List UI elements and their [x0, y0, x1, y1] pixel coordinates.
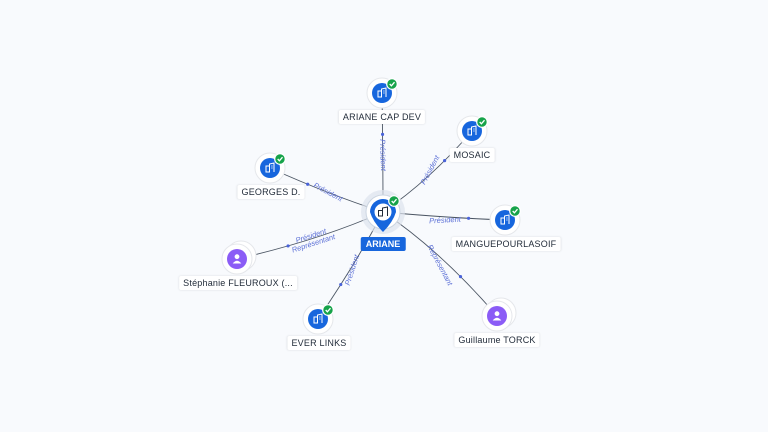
- verified-check-icon: [274, 153, 286, 165]
- verified-check-icon: [388, 195, 400, 207]
- node-guillaume-torck[interactable]: [481, 297, 517, 332]
- verified-check-icon: [386, 78, 398, 90]
- center-node-label[interactable]: ARIANE: [360, 237, 406, 251]
- center-node[interactable]: [361, 190, 405, 234]
- verified-check-icon: [509, 205, 521, 217]
- node-ever-links[interactable]: [302, 303, 334, 335]
- edge-arrow-icon: [458, 275, 463, 279]
- edge-label: Représentant: [425, 243, 455, 288]
- node-label-ever-links[interactable]: EVER LINKS: [287, 336, 351, 350]
- edge-label: Président: [378, 139, 388, 172]
- edge-label: Président: [312, 181, 345, 204]
- verified-check-icon: [476, 116, 488, 128]
- node-ariane-cap-dev[interactable]: [366, 77, 398, 109]
- edge-label: Président: [419, 153, 442, 186]
- node-stephanie-fleuroux[interactable]: [221, 240, 257, 275]
- edge-arrow-icon: [466, 216, 471, 220]
- edge-label: Président: [429, 215, 462, 226]
- edge-label: Président: [343, 253, 362, 287]
- node-georges-d[interactable]: [254, 152, 286, 184]
- company-icon: [495, 210, 515, 230]
- company-icon: [260, 158, 280, 178]
- person-icon: [227, 249, 247, 269]
- company-icon: [372, 83, 392, 103]
- node-label-guillaume-torck[interactable]: Guillaume TORCK: [454, 333, 540, 347]
- person-icon: [487, 306, 507, 326]
- node-label-manguepourlasoif[interactable]: MANGUEPOURLASOIF: [451, 237, 561, 251]
- node-label-mosaic[interactable]: MOSAIC: [449, 148, 495, 162]
- edge-arrow-icon: [286, 244, 290, 248]
- node-label-stephanie-fleuroux[interactable]: Stéphanie FLEUROUX (...: [179, 276, 297, 290]
- node-mosaic[interactable]: [456, 115, 488, 147]
- edge-arrow-icon: [306, 182, 310, 186]
- company-icon: [378, 206, 388, 217]
- edge-arrow-icon: [380, 132, 385, 136]
- edge-arrow-icon: [443, 159, 447, 163]
- node-manguepourlasoif[interactable]: [489, 204, 521, 236]
- node-label-ariane-cap-dev[interactable]: ARIANE CAP DEV: [338, 110, 426, 124]
- verified-check-icon: [322, 304, 334, 316]
- edge-arrow-icon: [339, 282, 343, 287]
- company-icon: [462, 121, 482, 141]
- company-icon: [308, 309, 328, 329]
- node-label-georges-d[interactable]: GEORGES D.: [237, 185, 305, 199]
